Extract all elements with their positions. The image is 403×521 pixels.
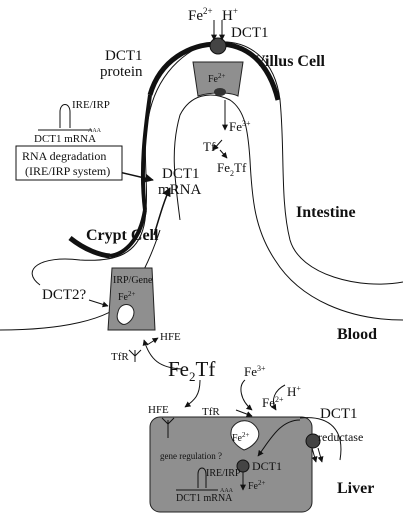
- ire-irp-top-label: IRE/IRP: [72, 99, 110, 111]
- ire-irp-liver-label: IRE/IRP: [206, 468, 241, 479]
- dct1-mrna-liver-label: DCT1 mRNA: [176, 493, 233, 504]
- dct1-mrna-label-1: DCT1: [162, 166, 200, 182]
- fe-inner-top-label: Fe2+: [208, 72, 226, 85]
- fe2-top-label: Fe2+: [188, 6, 213, 24]
- tfr-crypt-label: TfR: [111, 351, 129, 363]
- rna-degradation-label-2: (IRE/IRP system): [25, 164, 110, 178]
- h-liver-label: H+: [287, 384, 301, 399]
- dct1-mrna-small-label: DCT1 mRNA: [34, 133, 96, 145]
- intestine-label: Intestine: [296, 204, 356, 221]
- villus-inner-outline: [173, 94, 403, 321]
- aaa-liver-label: AAA: [220, 488, 234, 494]
- h-top-label: H+: [222, 6, 238, 24]
- fe3-liver-label: Fe3+: [244, 364, 266, 379]
- fe2tf-big-label: Fe2Tf: [168, 357, 215, 384]
- fe3-villus-label: Fe3+: [229, 119, 251, 134]
- hfe-liver-label: HFE: [148, 404, 169, 416]
- dct1-transporter-top: [209, 37, 227, 55]
- fe2-liver-label: Fe2+: [262, 395, 284, 410]
- rna-degradation-label-1: RNA degradation: [22, 149, 106, 163]
- villus-membrane-left: [140, 94, 152, 211]
- liver-pocket: [230, 420, 260, 451]
- dct1-protein-label-2: protein: [100, 64, 143, 80]
- liver-label: Liver: [337, 480, 374, 497]
- liver-cell-body: [149, 416, 313, 513]
- dct1-transporter-liver-right: [305, 433, 321, 449]
- fe-hep-bottom-label: Fe2+: [248, 479, 266, 492]
- aaa-label: AAA: [88, 128, 102, 134]
- tfr-liver-label: TfR: [202, 406, 220, 418]
- gene-regulation-label: gene regulation ?: [160, 451, 222, 461]
- crypt-cell-label: Crypt Cell: [86, 227, 159, 244]
- blood-label: Blood: [337, 326, 377, 343]
- dct1-mrna-label-2: mRNA: [158, 182, 202, 198]
- dct2-label: DCT2?: [42, 287, 87, 303]
- hfe-crypt-label: HFE: [160, 331, 181, 343]
- tf-label: Tf: [203, 139, 216, 154]
- reductase-label: reductase: [318, 430, 363, 444]
- irp-gene-label: IRP/Gene: [113, 275, 153, 286]
- dct2-pocket: [116, 304, 135, 325]
- crypt-membrane: [68, 236, 111, 259]
- dct1-liver-inner-label: DCT1: [252, 459, 282, 473]
- dct1-protein-label-1: DCT1: [105, 48, 143, 64]
- crypt-membrane-grey: [109, 209, 147, 258]
- rna-degradation-box: [15, 145, 123, 181]
- fe2tf-small-label: Fe2Tf: [217, 160, 247, 178]
- villus-basolateral-transporter: [214, 88, 226, 96]
- dct1-top-label: DCT1: [231, 25, 269, 41]
- fe-crypt-label: Fe2+: [118, 290, 136, 303]
- fe-hep-inner-label: Fe2+: [232, 431, 250, 444]
- dct1-liver-right-label: DCT1: [320, 406, 358, 422]
- villus-cell-label: Villus Cell: [254, 53, 326, 70]
